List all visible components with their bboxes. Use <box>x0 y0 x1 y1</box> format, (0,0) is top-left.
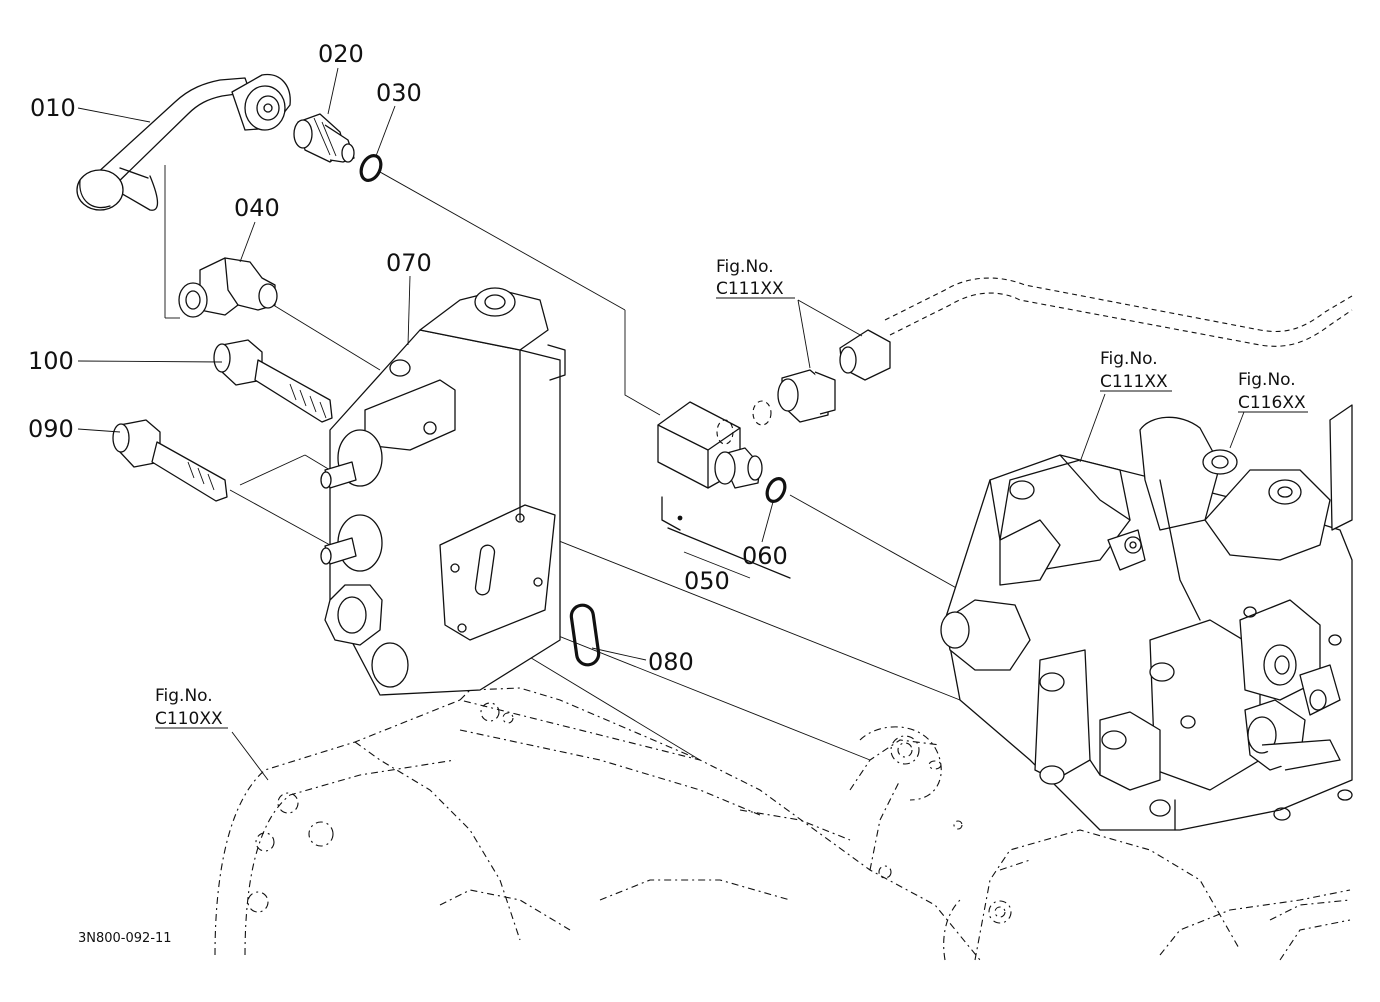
fig-ref-c110[interactable]: C110XX <box>155 709 223 729</box>
c111-fittings <box>752 329 891 426</box>
callout-090: 090 <box>28 415 74 443</box>
valve-body-070 <box>320 287 566 696</box>
assembly-lines <box>164 165 961 761</box>
callout-030: 030 <box>376 79 422 107</box>
o-ring-060 <box>765 477 787 503</box>
callout-080: 080 <box>648 648 694 676</box>
diagram-id: 3N800-092-11 <box>78 931 172 946</box>
fig-ref-prefix[interactable]: Fig.No. <box>155 686 213 706</box>
adapter-020 <box>293 113 355 163</box>
callout-070: 070 <box>386 249 432 277</box>
bolt-090 <box>112 419 228 502</box>
callout-020: 020 <box>318 40 364 68</box>
fig-ref-c116[interactable]: C116XX <box>1238 393 1306 413</box>
hydraulic-pipe-outline <box>884 277 1353 347</box>
transmission-housing-outline <box>214 687 1351 961</box>
fig-ref-prefix[interactable]: Fig.No. <box>1238 370 1296 390</box>
callout-060: 060 <box>742 542 788 570</box>
fig-ref-c111-upper[interactable]: C111XX <box>716 279 784 299</box>
fig-ref-prefix[interactable]: Fig.No. <box>716 257 774 277</box>
o-ring-030 <box>359 154 383 182</box>
callout-010: 010 <box>30 94 76 122</box>
callout-040: 040 <box>234 194 280 222</box>
callout-100: 100 <box>28 347 74 375</box>
callout-leaders <box>77 67 1245 781</box>
fig-ref-prefix[interactable]: Fig.No. <box>1100 349 1158 369</box>
block-fitting-050 <box>657 401 791 579</box>
callout-labels: 010 020 030 040 070 100 090 060 050 080 <box>28 40 788 676</box>
bolt-100 <box>213 339 333 423</box>
gasket-080 <box>569 603 601 667</box>
callout-050: 050 <box>684 567 730 595</box>
figure-references: Fig.No. C111XX Fig.No. C111XX Fig.No. C1… <box>155 257 1308 729</box>
elbow-040 <box>178 257 278 318</box>
pipe-010 <box>76 73 291 211</box>
fig-ref-c111-lower[interactable]: C111XX <box>1100 372 1168 392</box>
hydraulic-lift-assembly <box>940 404 1353 831</box>
